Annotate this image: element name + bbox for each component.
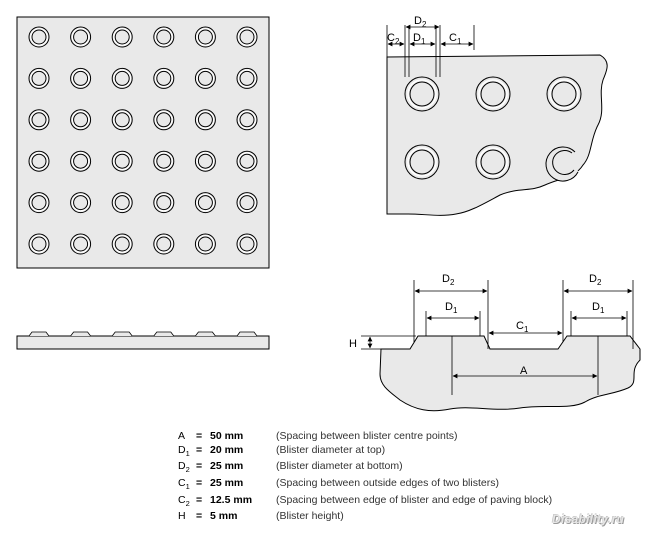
legend-description: (Spacing between outside edges of two bl… xyxy=(276,476,499,489)
blister xyxy=(153,109,175,131)
label-C1-section: C1 xyxy=(516,320,529,334)
blister xyxy=(111,233,133,255)
blister xyxy=(111,67,133,89)
legend-row: C2 = 12.5 mm (Spacing between edge of blist… xyxy=(178,494,552,511)
label-D1-left: D1 xyxy=(445,301,458,315)
blister-profile xyxy=(70,331,91,337)
legend-value: 5 mm xyxy=(210,510,238,523)
blister-profile xyxy=(28,331,50,337)
blister xyxy=(28,192,50,214)
blister xyxy=(28,67,50,89)
legend-description: (Spacing between blister centre points) xyxy=(276,430,458,442)
legend-description: (Spacing between edge of blister and edg… xyxy=(276,493,553,506)
legend-value: 25 mm xyxy=(210,460,244,473)
label-C2-top: C2 xyxy=(387,32,400,46)
legend-equals: = xyxy=(196,493,203,506)
blister xyxy=(111,109,133,131)
label-H: H xyxy=(349,338,357,350)
legend-equals: = xyxy=(196,476,203,489)
blister xyxy=(194,26,216,48)
legend-value: 50 mm xyxy=(210,430,244,442)
legend-row: D1 = 20 mm (Blister diameter at top) xyxy=(178,444,552,461)
blister xyxy=(236,233,258,255)
legend-description: (Blister diameter at top) xyxy=(276,443,386,456)
label-D2-top: D2 xyxy=(414,15,427,29)
blister-profile xyxy=(153,331,175,337)
blister-profile xyxy=(111,331,133,337)
blister xyxy=(194,109,216,131)
legend-equals: = xyxy=(196,510,203,523)
dimension-legend: A = 50 mm (Spacing between blister centre p… xyxy=(178,430,552,524)
blister xyxy=(153,150,175,172)
legend-symbol: C1 xyxy=(178,476,190,492)
legend-description: (Blister height) xyxy=(276,510,344,523)
legend-row: D2 = 25 mm (Blister diameter at bottom) xyxy=(178,460,552,477)
cross-section-view: D2 D1 C1 D2 D1 H A xyxy=(349,273,641,412)
blister xyxy=(153,233,175,255)
legend-symbol: H xyxy=(178,510,186,523)
detail-blister-partial xyxy=(545,146,579,182)
tile-plan-view xyxy=(16,16,270,269)
blister xyxy=(236,26,258,48)
blister xyxy=(236,67,258,89)
detail-blister xyxy=(404,144,440,180)
detail-blister xyxy=(475,76,511,112)
blister xyxy=(153,192,175,214)
label-D2-right: D2 xyxy=(589,273,602,287)
blister xyxy=(236,150,258,172)
blister xyxy=(194,233,216,255)
blister xyxy=(70,150,92,172)
legend-equals: = xyxy=(196,443,203,456)
blister-profile xyxy=(236,331,258,337)
legend-value: 20 mm xyxy=(210,443,244,456)
blister xyxy=(236,192,258,214)
blister xyxy=(111,150,133,172)
legend-row: H = 5 mm (Blister height) xyxy=(178,510,552,524)
section-dimensions xyxy=(361,280,634,395)
tile-side-view xyxy=(16,331,270,350)
blister xyxy=(153,26,175,48)
blister xyxy=(70,67,92,89)
legend-row: C1 = 25 mm (Spacing between outside edges o… xyxy=(178,477,552,494)
blister xyxy=(111,26,133,48)
label-A: A xyxy=(520,365,528,377)
legend-value: 12.5 mm xyxy=(210,493,253,506)
blister xyxy=(194,150,216,172)
legend-equals: = xyxy=(196,460,203,473)
label-D1-right: D1 xyxy=(592,301,605,315)
detail-blister xyxy=(475,144,511,180)
blister xyxy=(28,233,50,255)
detail-blister xyxy=(546,76,582,112)
blister xyxy=(194,192,216,214)
watermark: Disability.ru xyxy=(552,512,625,526)
legend-symbol: D1 xyxy=(178,443,190,458)
blister xyxy=(28,26,50,48)
detail-plan-view: D2 C2 D1 C1 xyxy=(386,15,608,216)
label-C1-top: C1 xyxy=(449,32,462,46)
legend-value: 25 mm xyxy=(210,476,244,489)
blister-profile xyxy=(195,331,216,337)
legend-row: A = 50 mm (Spacing between blister centre p… xyxy=(178,430,552,444)
detail-dimensions xyxy=(386,24,475,77)
blister xyxy=(153,67,175,89)
blister xyxy=(111,192,133,214)
blister xyxy=(70,192,92,214)
blister xyxy=(70,109,92,131)
blister xyxy=(70,233,92,255)
blister-grid xyxy=(28,26,258,255)
blister xyxy=(28,109,50,131)
detail-blister xyxy=(404,76,440,112)
label-D1-top: D1 xyxy=(413,32,426,46)
legend-description: (Blister diameter at bottom) xyxy=(276,460,403,473)
legend-symbol: D2 xyxy=(178,460,190,475)
legend-equals: = xyxy=(196,430,203,442)
label-D2-left: D2 xyxy=(442,273,455,287)
legend-symbol: C2 xyxy=(178,493,190,508)
blister xyxy=(194,67,216,89)
legend-symbol: A xyxy=(178,430,186,442)
blister xyxy=(28,150,50,172)
blister xyxy=(236,109,258,131)
blister xyxy=(70,26,92,48)
